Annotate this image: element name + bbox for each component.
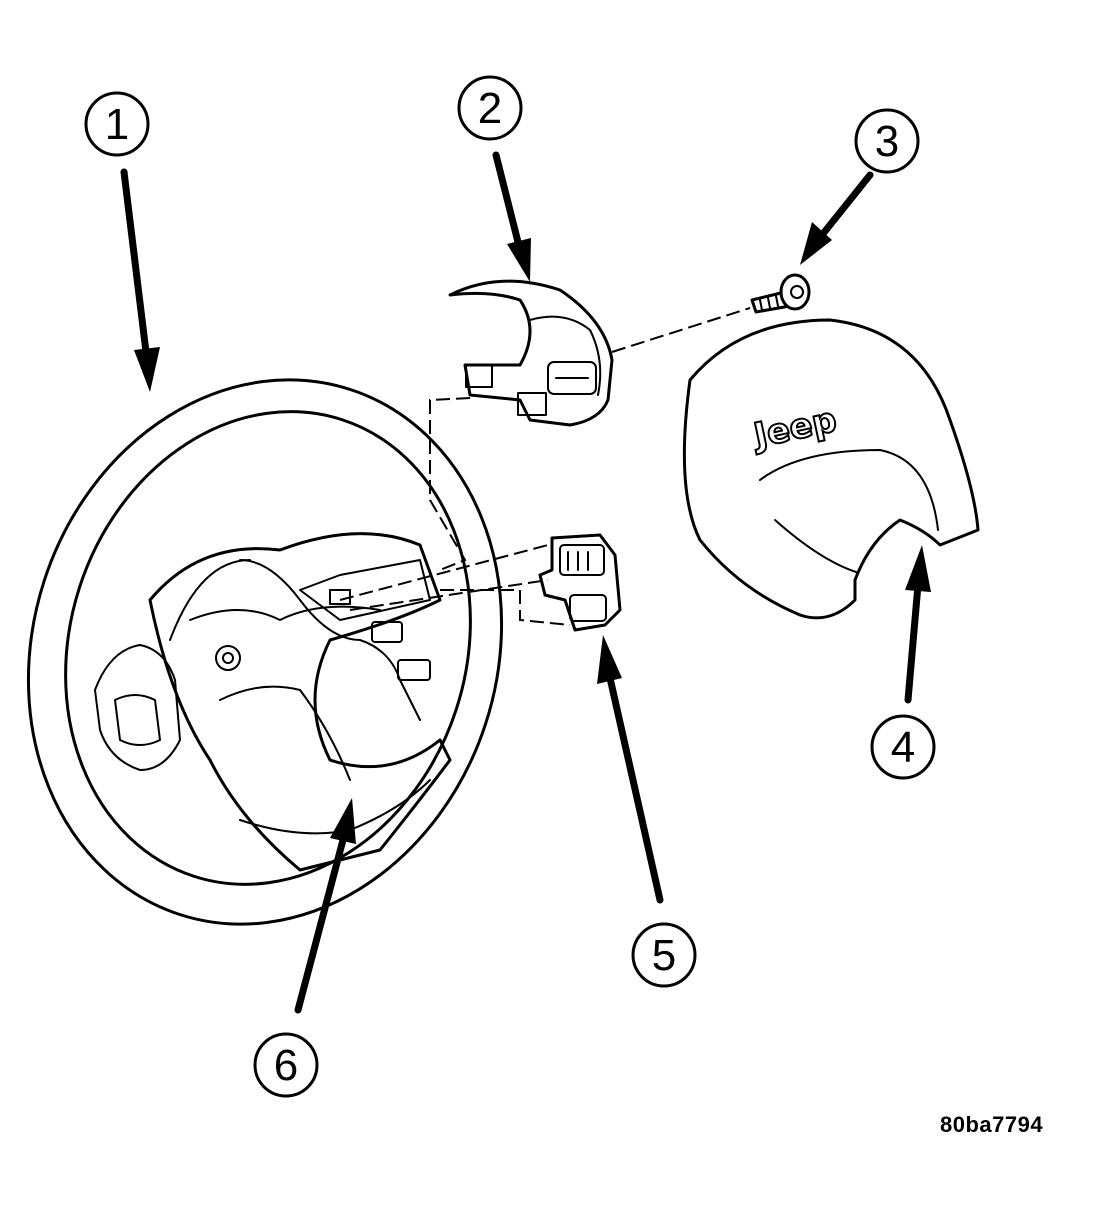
arrow-6 [294,798,356,1014]
callout-5: 5 [631,922,697,988]
airbag-module: Jeep [682,318,980,620]
steering-wheel [26,378,504,926]
callout-4-label: 4 [891,723,915,772]
arrow-4 [904,545,931,704]
callout-3: 3 [854,108,920,174]
arrow-2 [492,151,531,282]
clockspring-connector [538,533,622,632]
arrow-3 [800,171,874,265]
callout-1-label: 1 [105,100,129,149]
callout-3-label: 3 [875,117,899,166]
callout-6: 6 [253,1032,319,1098]
arrow-5 [597,635,664,904]
jeep-logo: Jeep [749,400,841,457]
callout-1: 1 [84,91,150,157]
arrow-1 [120,168,160,392]
mounting-screw [750,273,811,314]
callout-4: 4 [870,714,936,780]
callout-2: 2 [457,75,523,141]
figure-id: 80ba7794 [940,1112,1044,1137]
callout-6-label: 6 [274,1041,298,1090]
control-switch [448,279,614,427]
callout-5-label: 5 [652,931,676,980]
callout-2-label: 2 [478,84,502,133]
